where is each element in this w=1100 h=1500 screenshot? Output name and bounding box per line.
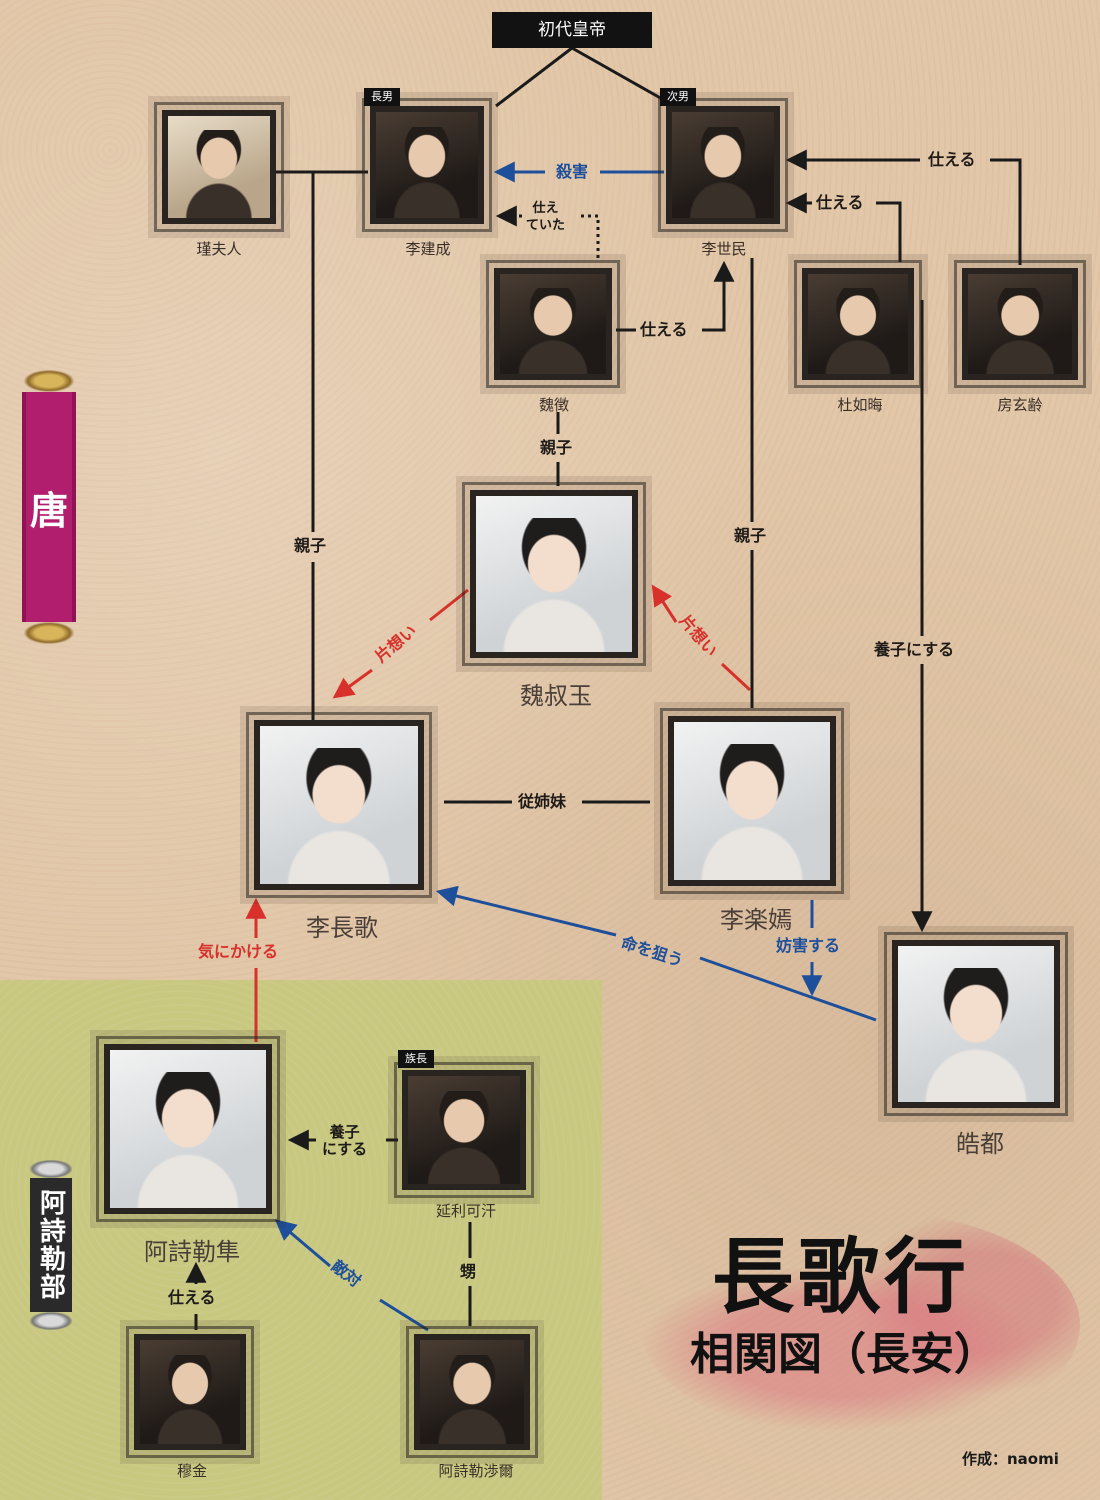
served-mid-line: [790, 203, 902, 262]
ashina-label: 阿詩勒部: [30, 1178, 72, 1312]
name-haodu: 皓都: [956, 1130, 1004, 1158]
tang-label: 唐: [22, 392, 76, 622]
served-weizheng-line: [616, 265, 724, 332]
name-yanlikehan: 延利可汗: [435, 1202, 497, 1220]
name-duruhui: 杜如晦: [837, 396, 883, 414]
portrait-lijiancheng: [362, 98, 492, 232]
portrait-duruhui: [794, 260, 922, 388]
name-fangxuanling: 房玄齢: [997, 396, 1043, 414]
portrait-weishuyu: [462, 482, 646, 666]
first-emperor-banner: 初代皇帝: [492, 12, 652, 48]
tag-second-son: 次男: [660, 88, 696, 106]
portrait-mujin: [126, 1326, 254, 1458]
portrait-yanlikehan: [394, 1062, 534, 1198]
label-nephew: 甥: [460, 1262, 477, 1281]
label-cousins: 従姉妹: [518, 792, 567, 811]
portrait-lishimin: [658, 98, 788, 232]
name-ashilesheer: 阿詩勒渉爾: [438, 1462, 514, 1480]
label-hinder: 妨害する: [776, 936, 841, 955]
label-adopt-haodu: 養子にする: [874, 640, 955, 659]
emperor-line: [495, 46, 573, 108]
target-life-line: [440, 892, 877, 1022]
name-weizheng: 魏徴: [538, 396, 570, 414]
portrait-jinfuren: [154, 102, 284, 232]
ashina-faction-scroll: 阿詩勒部: [30, 1160, 72, 1330]
name-lichangge: 李長歌: [306, 914, 378, 942]
name-lijiancheng: 李建成: [405, 240, 451, 258]
name-jinfuren: 瑾夫人: [196, 240, 242, 258]
label-served-weizheng: 仕える: [640, 320, 688, 339]
crush-right-line: [654, 588, 752, 692]
scroll-cap-top: [30, 1160, 72, 1178]
served-top-line: [790, 160, 1022, 265]
portrait-lichangge: [246, 712, 432, 898]
scroll-cap-bottom: [30, 1312, 72, 1330]
label-parent-lileyan: 親子: [734, 526, 767, 545]
tag-eldest-son: 長男: [364, 88, 400, 106]
emperor-line-2: [571, 46, 665, 102]
portrait-haodu: [884, 932, 1068, 1116]
label-served-formerly: 仕え ていた: [526, 201, 566, 233]
label-served-mid: 仕える: [816, 193, 864, 212]
title-sub: 相関図（長安）: [690, 1329, 998, 1380]
served-formerly-line: [500, 216, 600, 258]
label-parent-wei: 親子: [540, 438, 573, 457]
tang-faction-scroll: 唐: [22, 370, 76, 645]
author-credit: 作成：naomi: [962, 1450, 1059, 1468]
tag-chief: 族長: [398, 1050, 434, 1068]
title-main: 長歌行: [712, 1229, 971, 1325]
label-served-mujin: 仕える: [168, 1288, 216, 1307]
portrait-ashilesheer: [406, 1326, 538, 1458]
scroll-cap-top: [24, 370, 74, 392]
label-care: 気にかける: [198, 942, 279, 961]
label-parent-li: 親子: [294, 536, 327, 555]
name-lishimin: 李世民: [701, 240, 747, 258]
crush-left-line: [336, 588, 469, 696]
portrait-ashileisun: [96, 1036, 280, 1222]
portrait-weizheng: [486, 260, 620, 388]
name-ashileisun: 阿詩勒隼: [144, 1238, 240, 1266]
scroll-cap-bottom: [24, 622, 74, 644]
portrait-lileyan: [660, 708, 844, 894]
label-served-top: 仕える: [928, 150, 976, 169]
hostile-line: [278, 1222, 429, 1332]
label-murder: 殺害: [556, 162, 589, 181]
name-weishuyu: 魏叔玉: [520, 682, 592, 710]
portrait-fangxuanling: [954, 260, 1086, 388]
name-mujin: 穆金: [176, 1462, 208, 1480]
label-adopt-sun: 養子 にする: [322, 1123, 368, 1158]
name-lileyan: 李楽嫣: [720, 906, 792, 934]
title-brush-decoration: [640, 1210, 1080, 1440]
